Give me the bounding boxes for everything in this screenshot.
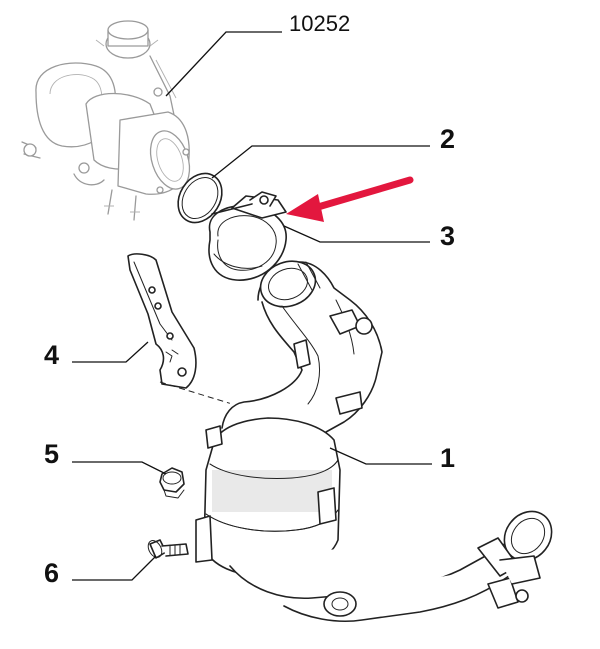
callout-2: 2 — [440, 124, 455, 154]
callout-5: 5 — [44, 439, 59, 469]
leader-converter — [329, 447, 432, 465]
leader-turbo — [165, 31, 282, 97]
turbocharger-drawing — [21, 20, 191, 221]
callout-1: 1 — [440, 443, 455, 473]
assembly-line — [159, 381, 233, 405]
highlight-arrow — [286, 176, 414, 222]
callout-4: 4 — [44, 340, 59, 370]
heat-shield-bracket — [127, 253, 197, 389]
catalytic-converter-downpipe — [195, 260, 553, 623]
leader-gasket — [211, 145, 430, 179]
callout-3: 3 — [440, 221, 455, 251]
leader-clamp — [283, 225, 430, 243]
flange-bolt — [147, 539, 189, 559]
leader-bolt — [72, 555, 157, 581]
leader-bracket — [72, 341, 149, 363]
gasket-ring — [177, 172, 223, 224]
leader-nut — [72, 461, 167, 475]
callout-6: 6 — [44, 558, 59, 588]
v-band-clamp — [208, 191, 287, 281]
callout-turbo-ref: 10252 — [289, 11, 350, 36]
